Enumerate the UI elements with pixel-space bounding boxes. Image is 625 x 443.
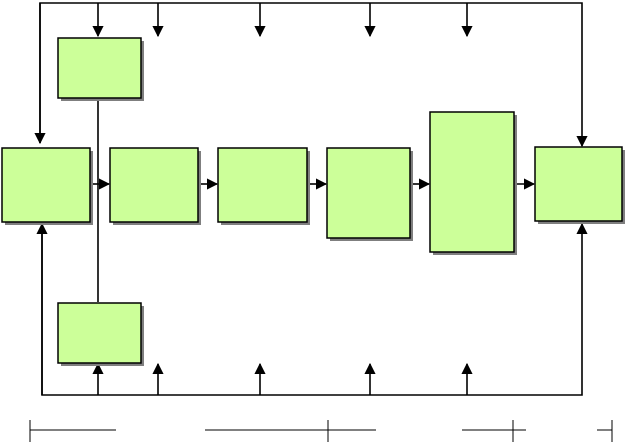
process-box-5-tall bbox=[429, 111, 515, 253]
process-box-2 bbox=[109, 147, 199, 223]
output-box bbox=[534, 146, 623, 222]
top-left-box bbox=[57, 37, 142, 99]
process-box-1 bbox=[1, 147, 91, 223]
process-box-4 bbox=[326, 147, 411, 239]
bottom-scale bbox=[29, 420, 613, 442]
bottom-left-box bbox=[57, 302, 142, 364]
process-box-3 bbox=[217, 147, 308, 223]
